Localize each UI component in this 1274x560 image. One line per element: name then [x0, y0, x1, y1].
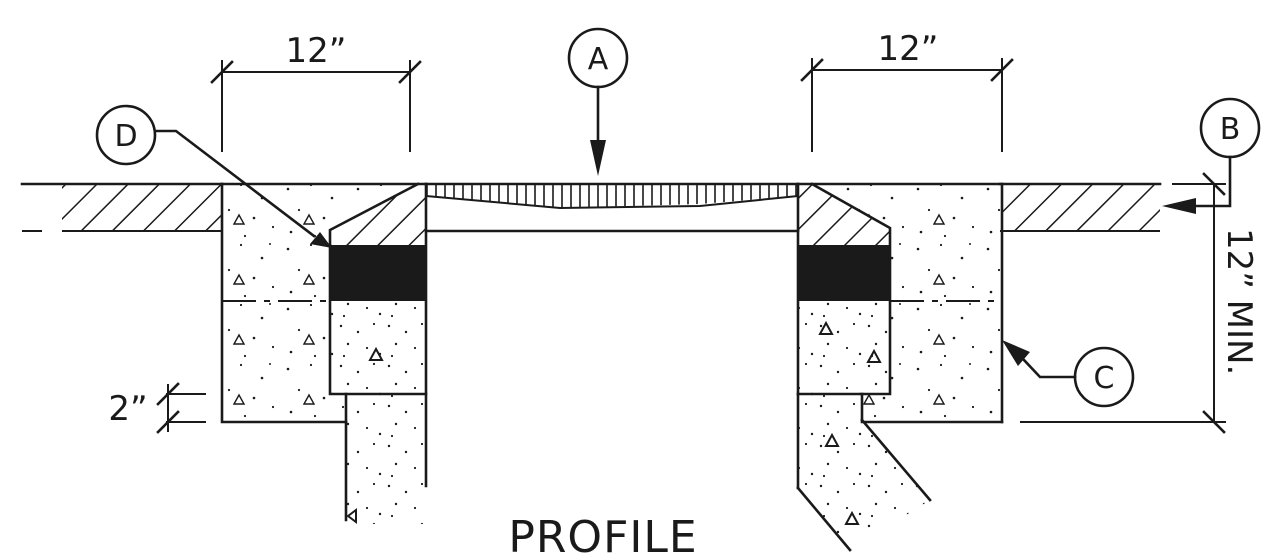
pavement-left	[20, 182, 224, 232]
concrete-header-left	[220, 182, 428, 424]
callout-b: B	[1162, 97, 1261, 214]
dimension-right-label: 12”	[878, 29, 939, 69]
dimension-depth-label: 12” MIN.	[1219, 228, 1259, 375]
joint-left	[328, 182, 428, 488]
callout-a: A	[567, 27, 629, 176]
base-slab-left	[344, 392, 426, 524]
drawing-title: PROFILE	[508, 512, 697, 560]
dimension-step: 2”	[108, 382, 206, 434]
svg-text:A: A	[588, 42, 609, 77]
svg-text:B: B	[1220, 112, 1241, 147]
joint-right	[796, 182, 892, 396]
svg-text:C: C	[1094, 361, 1115, 396]
dimension-left-label: 12”	[286, 31, 347, 71]
joint-filler-center	[424, 182, 800, 233]
base-slab-right	[796, 392, 932, 552]
dimension-left-width: 12”	[210, 31, 422, 152]
pavement-right	[998, 182, 1162, 232]
concrete-header-right	[796, 182, 1004, 424]
dimension-step-label: 2”	[108, 389, 147, 429]
callout-d: D	[95, 104, 332, 248]
svg-text:D: D	[114, 119, 137, 154]
callout-c: C	[1002, 340, 1135, 408]
dimension-right-width: 12”	[800, 29, 1014, 152]
dimension-depth: 12” MIN.	[1020, 172, 1259, 434]
